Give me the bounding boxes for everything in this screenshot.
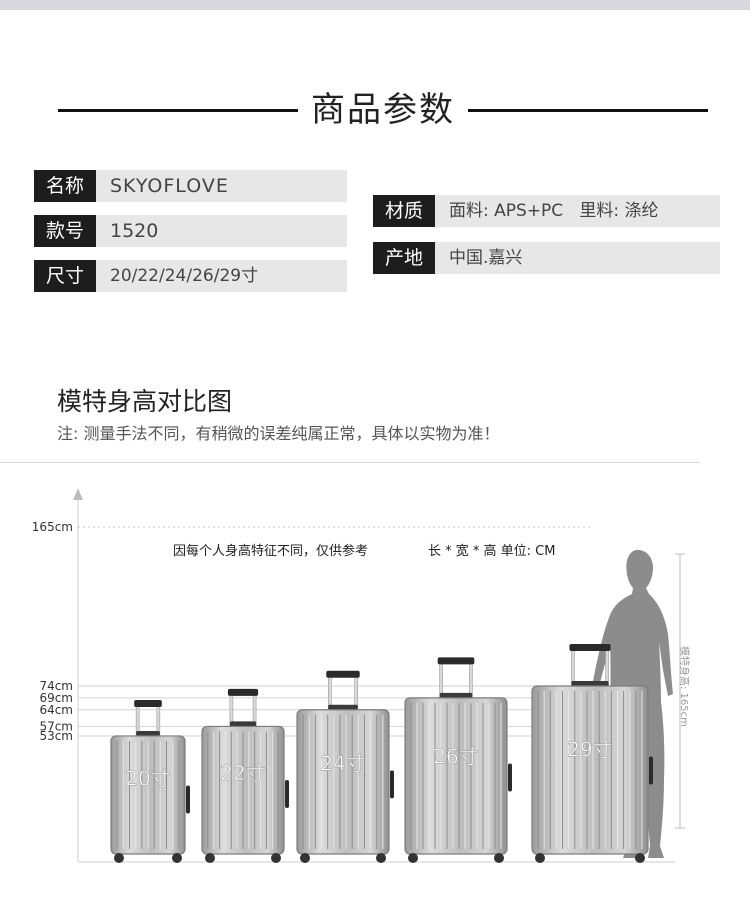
side-handle [186, 785, 190, 814]
y-tick-label: 53cm [39, 729, 73, 743]
param-value-origin: 中国.嘉兴 [449, 248, 523, 268]
param-row-origin: 产地 中国.嘉兴 [373, 242, 720, 274]
title-divider-left [58, 109, 298, 112]
section-title: 商品参数 [0, 84, 750, 136]
suitcase-26寸 [404, 657, 512, 863]
handle-grip [134, 699, 162, 707]
wheel [172, 853, 182, 863]
wheel [300, 853, 310, 863]
suitcase-size-labels: 20寸 22寸 24寸 26寸 29寸 [125, 737, 613, 791]
suitcases [110, 644, 653, 863]
y-tick-label: 57cm [39, 719, 73, 733]
section-divider [0, 462, 700, 463]
side-handle [390, 770, 394, 799]
handle-base [439, 692, 473, 698]
param-label-model: 款号 [34, 215, 96, 247]
param-row-material: 材质 面料: APS+PC 里料: 涤纶 [373, 195, 720, 227]
comparison-title: 模特身高对比图 [57, 387, 233, 416]
param-label-origin: 产地 [373, 242, 435, 274]
y-tick-label: 165cm [32, 520, 73, 534]
handle-base [136, 730, 160, 736]
side-handle [285, 780, 289, 809]
param-label-material: 材质 [373, 195, 435, 227]
handle-grip [326, 670, 360, 678]
title-divider-right [468, 109, 708, 112]
handle-pole [252, 692, 257, 727]
suitcase-size-label: 20寸 [125, 767, 170, 791]
y-tick-label: 69cm [39, 691, 73, 705]
suitcase-size-label: 24寸 [320, 751, 365, 775]
section-title-text: 商品参数 [311, 90, 455, 130]
wheel [635, 853, 645, 863]
handle-pole [229, 692, 234, 727]
suitcase-24寸 [296, 670, 394, 863]
wheel [376, 853, 386, 863]
suitcase-20寸 [110, 699, 190, 863]
suitcase-29寸 [531, 644, 653, 863]
y-tick-label: 74cm [39, 679, 73, 693]
handle-pole [605, 647, 609, 687]
param-label-size: 尺寸 [34, 260, 96, 292]
param-value-name: SKYOFLOVE [110, 175, 229, 197]
handle-base [229, 721, 257, 727]
handle-pole [571, 647, 575, 687]
handle-pole [354, 674, 359, 711]
handle-pole [439, 661, 443, 699]
handle-base [328, 704, 358, 710]
param-row-model: 款号 1520 [34, 215, 347, 247]
suitcase-shell [404, 697, 508, 855]
handle-pole [327, 674, 332, 711]
wheel [494, 853, 504, 863]
side-handle [508, 763, 512, 792]
comparison-note: 注: 测量手法不同，有稍微的误差纯属正常，具体以实物为准！ [57, 424, 500, 443]
wheel [114, 853, 124, 863]
handle-grip [569, 644, 611, 651]
param-row-size: 尺寸 20/22/24/26/29寸 [34, 260, 347, 292]
model-height-label: 模特身高: 165cm [678, 646, 691, 727]
chart-units-note: 长 * 宽 * 高 单位: CM [428, 543, 555, 559]
y-axis-arrow [73, 488, 83, 500]
top-strip [0, 0, 750, 10]
param-label-name: 名称 [34, 170, 96, 202]
wheel [535, 853, 545, 863]
handle-grip [437, 657, 475, 665]
suitcase-shell [531, 685, 649, 855]
wheel [205, 853, 215, 863]
side-handle [649, 756, 653, 785]
suitcase-size-label: 29寸 [567, 738, 612, 762]
handle-grip [227, 688, 259, 696]
suitcase-size-label: 26寸 [433, 744, 478, 768]
param-row-name: 名称 SKYOFLOVE [34, 170, 347, 202]
suitcase-22寸 [201, 688, 289, 863]
y-tick-label: 64cm [39, 703, 73, 717]
param-value-size: 20/22/24/26/29寸 [110, 266, 259, 286]
param-value-model: 1520 [110, 220, 159, 242]
chart-disclaimer: 因每个人身高特征不同，仅供参考 [173, 543, 368, 559]
handle-base [571, 681, 609, 686]
handle-pole [469, 661, 473, 699]
suitcase-size-label: 22寸 [220, 761, 265, 785]
wheel [408, 853, 418, 863]
wheel [271, 853, 281, 863]
suitcase-shell [296, 709, 390, 855]
param-value-material: 面料: APS+PC 里料: 涤纶 [449, 201, 659, 221]
